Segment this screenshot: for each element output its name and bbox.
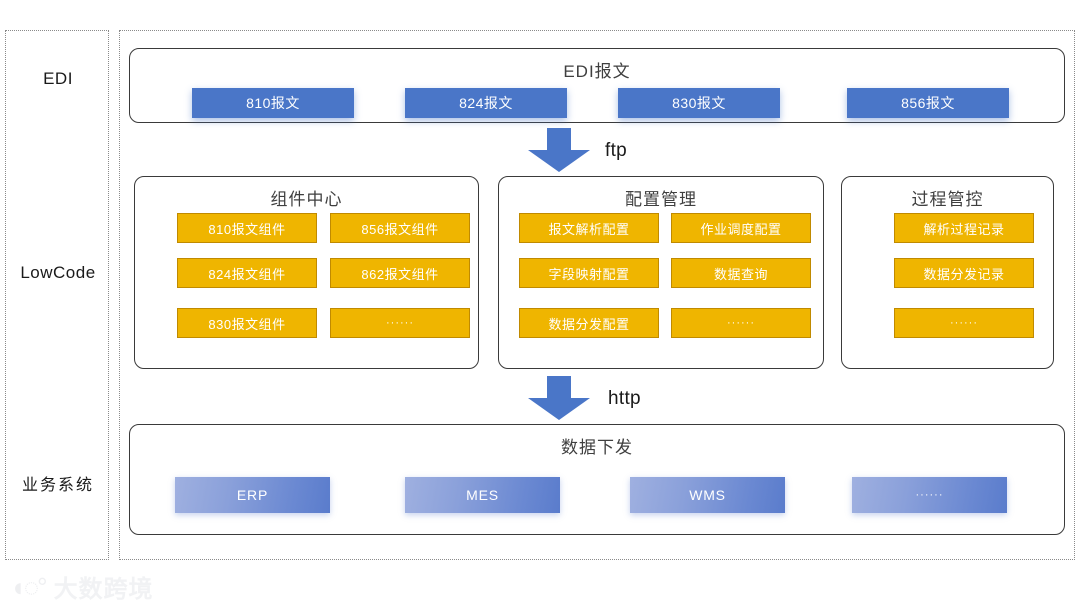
component-chip-830[interactable]: 830报文组件 [177, 308, 317, 338]
config-management-panel: 配置管理 报文解析配置 作业调度配置 字段映射配置 数据查询 数据分发配置 ··… [498, 176, 824, 369]
business-chip-mes[interactable]: MES [405, 477, 560, 513]
http-arrow-icon [528, 376, 590, 420]
process-control-panel: 过程管控 解析过程记录 数据分发记录 ······ [841, 176, 1054, 369]
config-chip-field-mapping[interactable]: 字段映射配置 [519, 258, 659, 288]
edi-chip-810[interactable]: 810报文 [192, 88, 354, 118]
business-chip-more[interactable]: ······ [852, 477, 1007, 513]
config-chip-schedule[interactable]: 作业调度配置 [671, 213, 811, 243]
row-label-business: 业务系统 [21, 477, 94, 494]
config-chip-data-query[interactable]: 数据查询 [671, 258, 811, 288]
component-chip-more[interactable]: ······ [330, 308, 470, 338]
row-label-lowcode: LowCode [20, 263, 96, 282]
component-chip-862[interactable]: 862报文组件 [330, 258, 470, 288]
edi-chip-856[interactable]: 856报文 [847, 88, 1009, 118]
business-chip-wms[interactable]: WMS [630, 477, 785, 513]
process-chip-distribution-log[interactable]: 数据分发记录 [894, 258, 1034, 288]
component-chip-810[interactable]: 810报文组件 [177, 213, 317, 243]
component-chip-824[interactable]: 824报文组件 [177, 258, 317, 288]
watermark-text: 大数跨境 [53, 576, 154, 603]
ftp-arrow-label: ftp [605, 140, 628, 161]
watermark: ◖◌° 大数跨境 [10, 569, 154, 604]
edi-chip-824[interactable]: 824报文 [405, 88, 567, 118]
edi-chip-830[interactable]: 830报文 [618, 88, 780, 118]
config-chip-more[interactable]: ······ [671, 308, 811, 338]
ftp-arrow-icon [528, 128, 590, 172]
row-label-edi: EDI [43, 69, 73, 88]
http-arrow-label: http [608, 388, 641, 409]
component-center-panel: 组件中心 810报文组件 856报文组件 824报文组件 862报文组件 830… [134, 176, 479, 369]
business-panel-title: 数据下发 [561, 438, 633, 457]
business-chip-erp[interactable]: ERP [175, 477, 330, 513]
watermark-logo-icon: ◖◌° [10, 571, 48, 602]
component-center-title: 组件中心 [270, 190, 343, 209]
main-dotted-container [119, 30, 1075, 560]
edi-panel: EDI报文 810报文 824报文 830报文 856报文 [129, 48, 1065, 123]
process-control-title: 过程管控 [911, 190, 984, 209]
config-chip-distribution[interactable]: 数据分发配置 [519, 308, 659, 338]
config-management-title: 配置管理 [625, 190, 697, 209]
business-panel: 数据下发 ERP MES WMS ······ [129, 424, 1065, 535]
edi-panel-title: EDI报文 [563, 62, 631, 81]
process-chip-parse-log[interactable]: 解析过程记录 [894, 213, 1034, 243]
process-chip-more[interactable]: ······ [894, 308, 1034, 338]
config-chip-parse[interactable]: 报文解析配置 [519, 213, 659, 243]
row-label-column: EDI LowCode 业务系统 [5, 30, 109, 560]
component-chip-856[interactable]: 856报文组件 [330, 213, 470, 243]
